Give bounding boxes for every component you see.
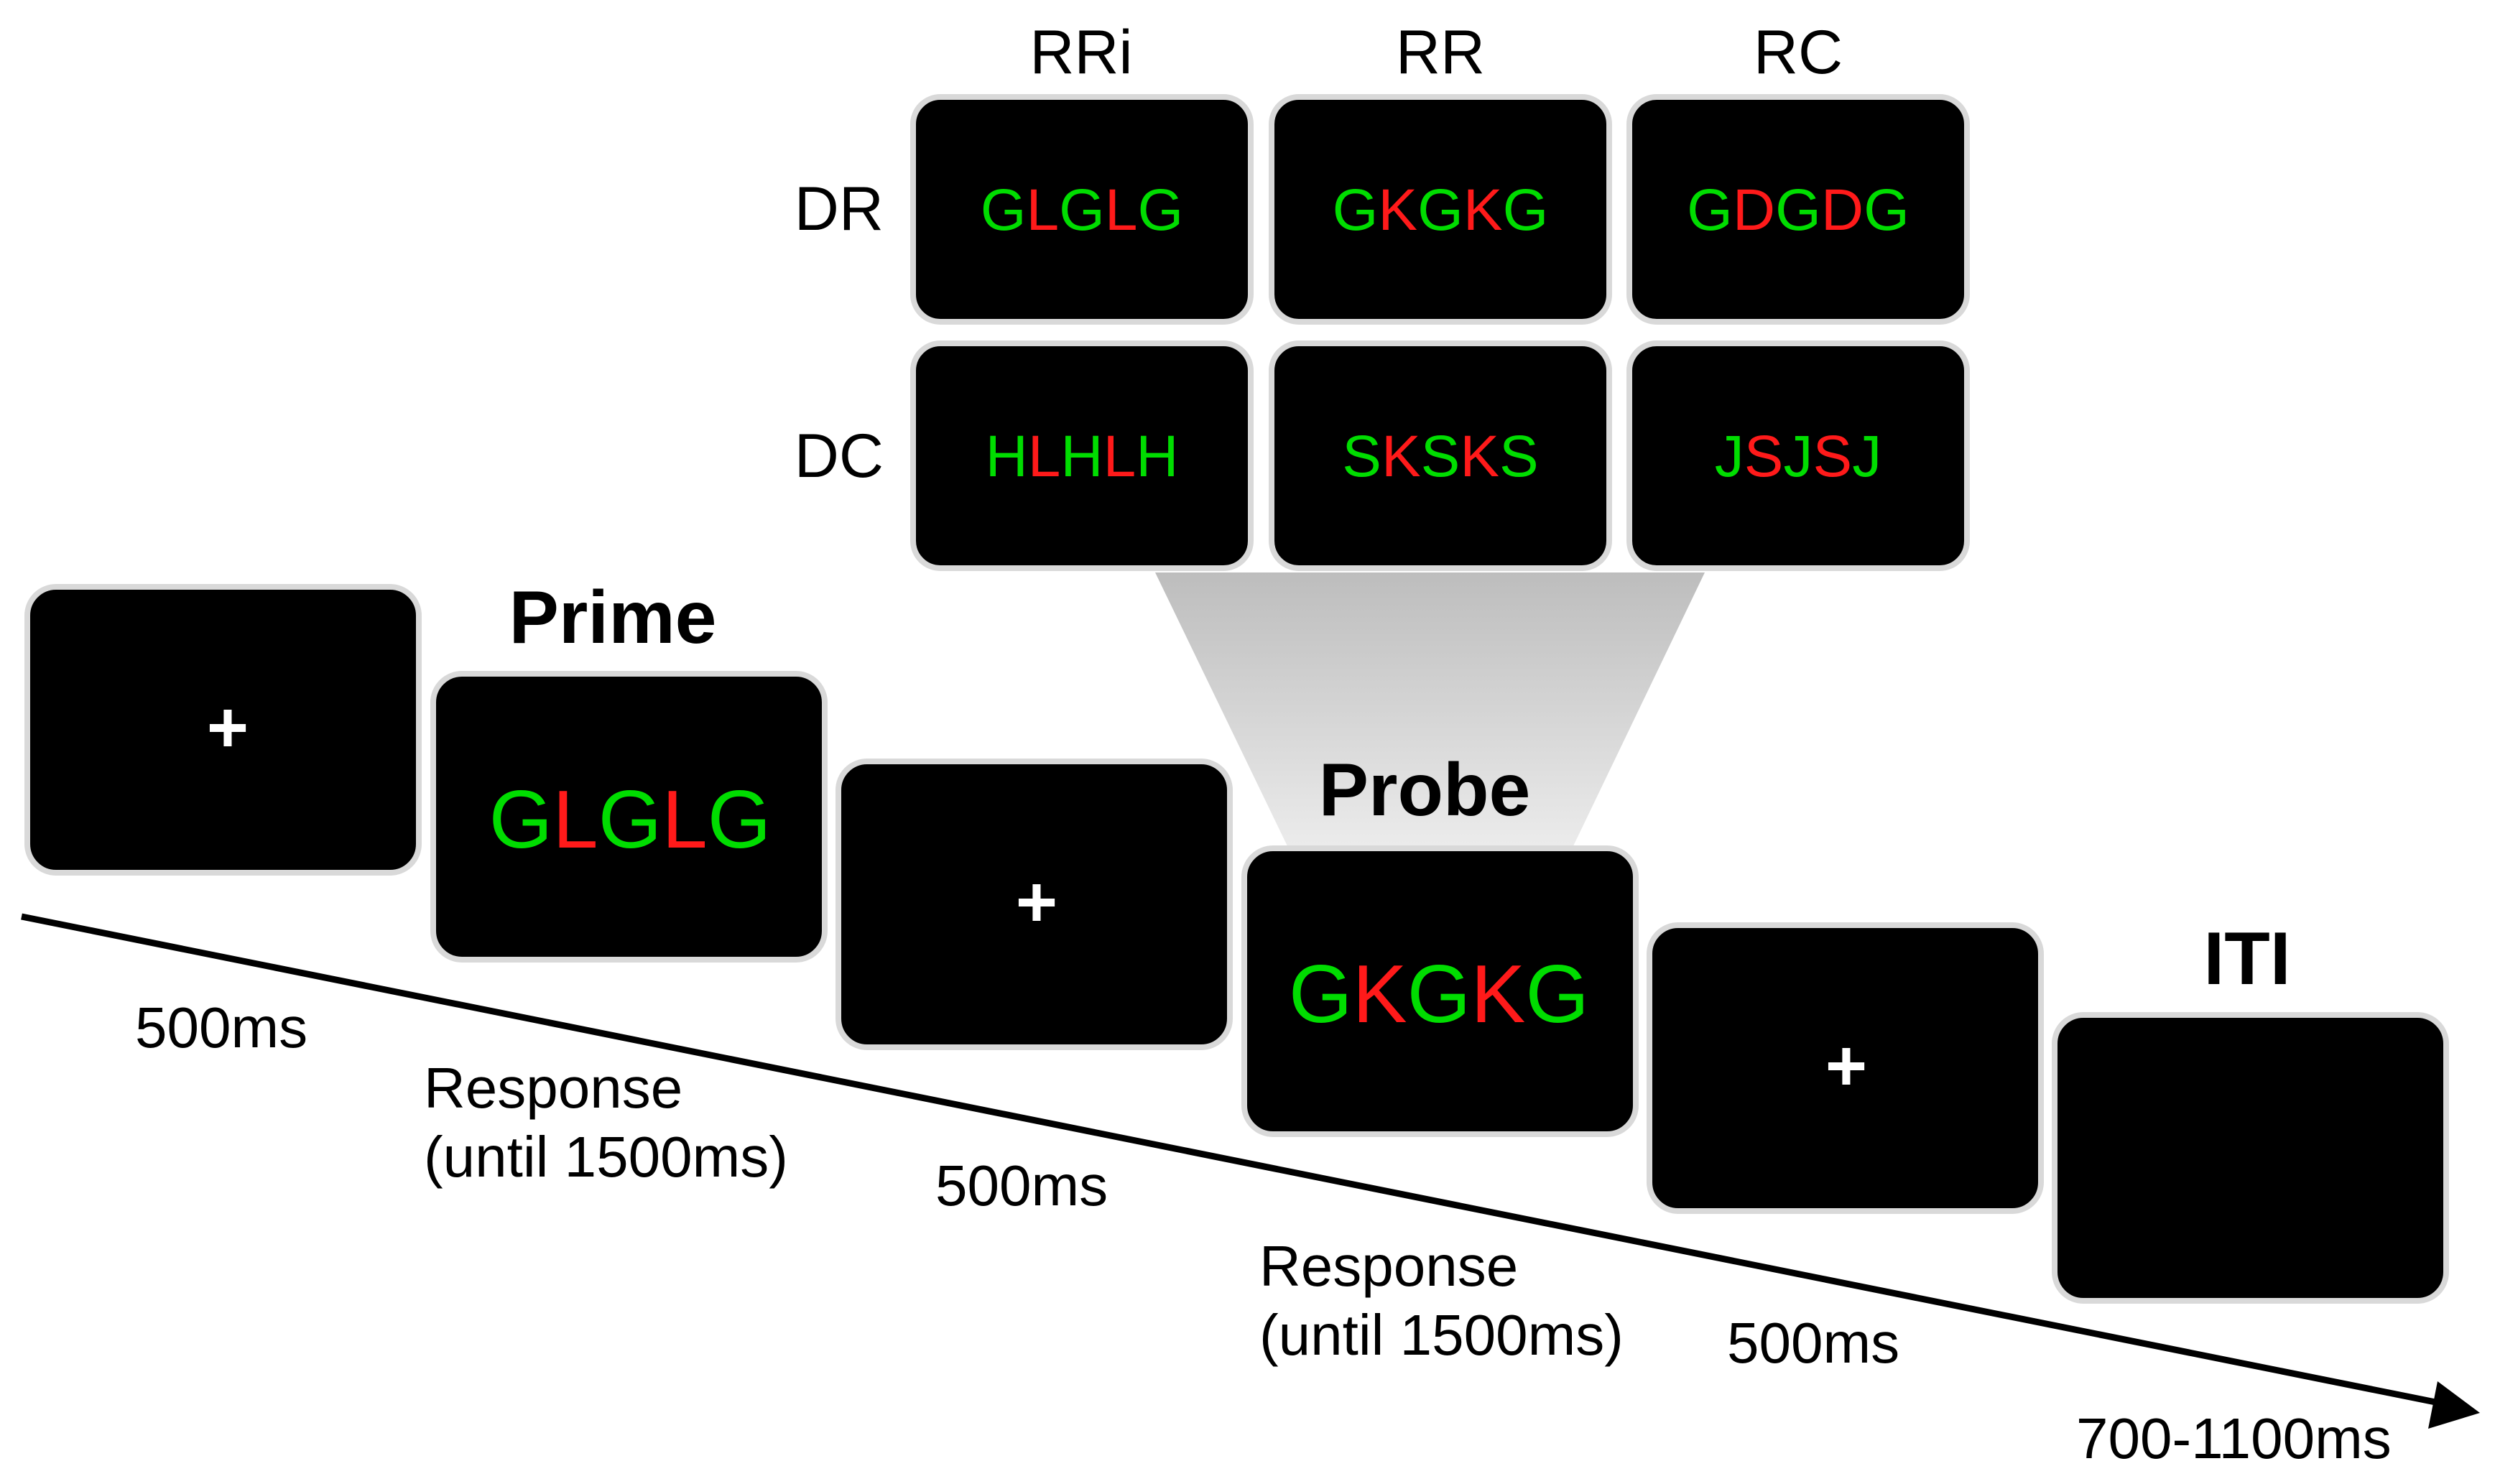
stimulus-letter: D (1821, 177, 1864, 243)
stimulus-letter: L (662, 774, 707, 866)
prime-label: Prime (509, 576, 716, 659)
stimulus-letter: G (1059, 177, 1105, 243)
screen-fixation-2: + (835, 759, 1233, 1050)
stimulus-letter: G (1525, 949, 1589, 1040)
fixation-cross: + (1825, 1026, 1867, 1106)
stimulus-letter: S (1421, 424, 1461, 489)
timeline-arrow (21, 913, 2480, 1429)
stimulus-letter: K (1381, 424, 1421, 489)
stimulus-letter: G (489, 774, 553, 866)
stimulus-letter: G (1417, 177, 1463, 243)
stimulus-letter: S (1744, 424, 1784, 489)
screen-fixation-3: + (1647, 922, 2044, 1214)
screen-iti (2052, 1012, 2449, 1304)
stimulus-letter: G (1864, 177, 1910, 243)
stimulus-letter: H (986, 424, 1028, 489)
stimulus-letter: + (1825, 1026, 1867, 1106)
stimulus-letter: G (1407, 949, 1471, 1040)
stimulus-letter: D (1733, 177, 1775, 243)
arrowhead-icon (2428, 1381, 2480, 1429)
screen-prime: GLGLG (430, 671, 828, 963)
probe-label: Probe (1319, 748, 1531, 832)
stimulus-letter: H (1060, 424, 1103, 489)
fixation-cross: + (207, 687, 249, 768)
fixation-cross: + (1016, 862, 1057, 942)
probe-stimulus: GKGKG (1289, 949, 1589, 1040)
duration-label: 500ms (1727, 1311, 1899, 1375)
zoom-funnel (1155, 572, 1705, 850)
stimulus-letter: L (1026, 177, 1059, 243)
stimulus-letters: JSJSJ (1715, 424, 1881, 489)
duration-label: 500ms (135, 996, 307, 1059)
condition-cell-dc-rr: SKSKS (1269, 340, 1612, 571)
duration-label: Response(until 1500ms) (1259, 1234, 1624, 1367)
stimulus-letters: GDGDG (1687, 177, 1910, 243)
stimulus-letter: G (708, 774, 772, 866)
duration-label: 700-1100ms (2076, 1406, 2392, 1470)
stimulus-letter: K (1460, 424, 1499, 489)
condition-cell-dc-rc: JSJSJ (1626, 340, 1970, 571)
iti-label: ITI (2203, 917, 2290, 1001)
stimulus-letter: G (1687, 177, 1733, 243)
stimulus-letter: S (1813, 424, 1853, 489)
stimulus-letter: K (1463, 177, 1503, 243)
screen-probe: GKGKG (1241, 845, 1639, 1137)
stimulus-letter: S (1499, 424, 1539, 489)
stimulus-letters: HLHLH (986, 424, 1179, 489)
condition-cell-dc-rri: HLHLH (910, 340, 1254, 571)
stimulus-letter: K (1471, 949, 1525, 1040)
stimulus-letter: J (1852, 424, 1881, 489)
stimulus-letter: G (1775, 177, 1821, 243)
stimulus-letter: J (1715, 424, 1744, 489)
stimulus-letter: G (1333, 177, 1379, 243)
stimulus-letters: GLGLG (981, 177, 1184, 243)
stimulus-letter: L (1105, 177, 1138, 243)
stimulus-letter: G (1138, 177, 1184, 243)
column-header-rc: RC (1754, 18, 1843, 87)
condition-cell-dr-rc: GDGDG (1626, 94, 1970, 325)
stimulus-letter: G (1289, 949, 1353, 1040)
row-header-dc: DC (795, 422, 884, 491)
duration-label: 500ms (935, 1154, 1108, 1218)
duration-label: Response(until 1500ms) (424, 1056, 788, 1189)
stimulus-letter: H (1136, 424, 1178, 489)
row-header-dr: DR (795, 175, 884, 244)
stimulus-letter: L (1028, 424, 1061, 489)
stimulus-letters: SKSKS (1342, 424, 1539, 489)
stimulus-letter: J (1784, 424, 1813, 489)
condition-cell-dr-rr: GKGKG (1269, 94, 1612, 325)
prime-stimulus: GLGLG (489, 774, 772, 866)
stimulus-letter: G (598, 774, 662, 866)
column-header-rri: RRi (1029, 18, 1132, 87)
stimulus-letter: L (552, 774, 598, 866)
screen-fixation-1: + (24, 584, 422, 876)
column-header-rr: RR (1396, 18, 1485, 87)
stimulus-letter: S (1342, 424, 1381, 489)
stimulus-letters: GKGKG (1333, 177, 1549, 243)
stimulus-letter: G (1503, 177, 1549, 243)
stimulus-letter: K (1353, 949, 1407, 1040)
stimulus-letter: K (1378, 177, 1417, 243)
stimulus-letter: + (1016, 862, 1057, 942)
condition-cell-dr-rri: GLGLG (910, 94, 1254, 325)
stimulus-letter: G (981, 177, 1027, 243)
stimulus-letter: L (1103, 424, 1137, 489)
stimulus-letter: + (207, 687, 249, 768)
